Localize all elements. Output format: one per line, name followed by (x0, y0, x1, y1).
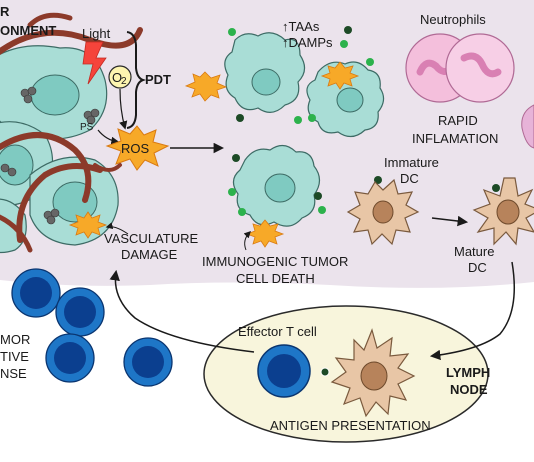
response-label-line1: MOR (0, 332, 30, 347)
vasculature-label-line1: VASCULATURE (104, 231, 198, 246)
title-line1: R (0, 4, 10, 19)
o2-subscript: 2 (121, 76, 127, 87)
light-label: Light (82, 26, 111, 41)
mature-dc-label-line2: DC (468, 260, 487, 275)
icd-label-line1: IMMUNOGENIC TUMOR (202, 254, 348, 269)
ros-star-icon (105, 125, 170, 171)
neutrophil-edge-partial (521, 104, 534, 149)
vasculature-label-line2: DAMAGE (121, 247, 178, 262)
dying-tumor-cell-1 (184, 32, 306, 113)
ros-label: ROS (121, 141, 150, 156)
oxygen-circle (108, 65, 132, 89)
response-label-line2: TIVE (0, 349, 29, 364)
light-bolt-icon (82, 41, 107, 85)
pdt-brace (126, 31, 147, 129)
effector-t-cell (257, 344, 311, 398)
dc-to-lymph-node-arrow (429, 261, 515, 361)
taas-label: ↑TAAs (282, 19, 320, 34)
taa-dots (232, 26, 500, 200)
blood-vessels (0, 12, 143, 253)
ps-to-ros-arrow (97, 129, 120, 146)
tcell-dc-synapse-dot (320, 367, 330, 377)
effector-t-cell-label: Effector T cell (238, 324, 317, 339)
rapid-label-line2: INFLAMATION (412, 131, 498, 146)
neutrophils-label: Neutrophils (420, 12, 486, 27)
immature-dc-label-line1: Immature (384, 155, 439, 170)
lymph-node-label-line2: NODE (450, 382, 488, 397)
response-label-line3: NSE (0, 366, 27, 381)
tcell-to-tumor-arrow (109, 269, 255, 353)
pdt-label: PDT (145, 72, 171, 87)
ps-label: PS (80, 122, 94, 133)
photosensitizer-particles (0, 86, 100, 225)
rapid-label-line1: RAPID (438, 113, 478, 128)
dying-tumor-cell-3 (232, 144, 321, 248)
dc-maturation-arrow (431, 215, 469, 227)
attacking-t-cells (11, 268, 173, 387)
antigen-presentation-label: ANTIGEN PRESENTATION (270, 418, 431, 433)
damps-label: ↑DAMPs (282, 35, 333, 50)
o2-to-ros-arrow (119, 88, 128, 130)
neutrophil-2 (445, 33, 515, 103)
mature-dc-label-line1: Mature (454, 244, 494, 259)
icd-label-line2: CELL DEATH (236, 271, 315, 286)
antigen-presenting-dc (330, 328, 416, 418)
damp-dots (228, 28, 374, 216)
mature-dendritic-cell (472, 177, 534, 246)
icd-pointer-arrow (243, 231, 251, 251)
lymph-node-label-line1: LYMPH (446, 365, 490, 380)
title-line2: ONMENT (0, 23, 56, 38)
immature-dendritic-cell (346, 178, 420, 246)
immature-dc-label-line2: DC (400, 171, 419, 186)
o2-label: O (112, 70, 122, 85)
vasculature-pointer-arrow (105, 222, 129, 235)
vasculature-damage-star-icon (68, 211, 108, 239)
dying-tumor-cell-2 (306, 61, 385, 138)
